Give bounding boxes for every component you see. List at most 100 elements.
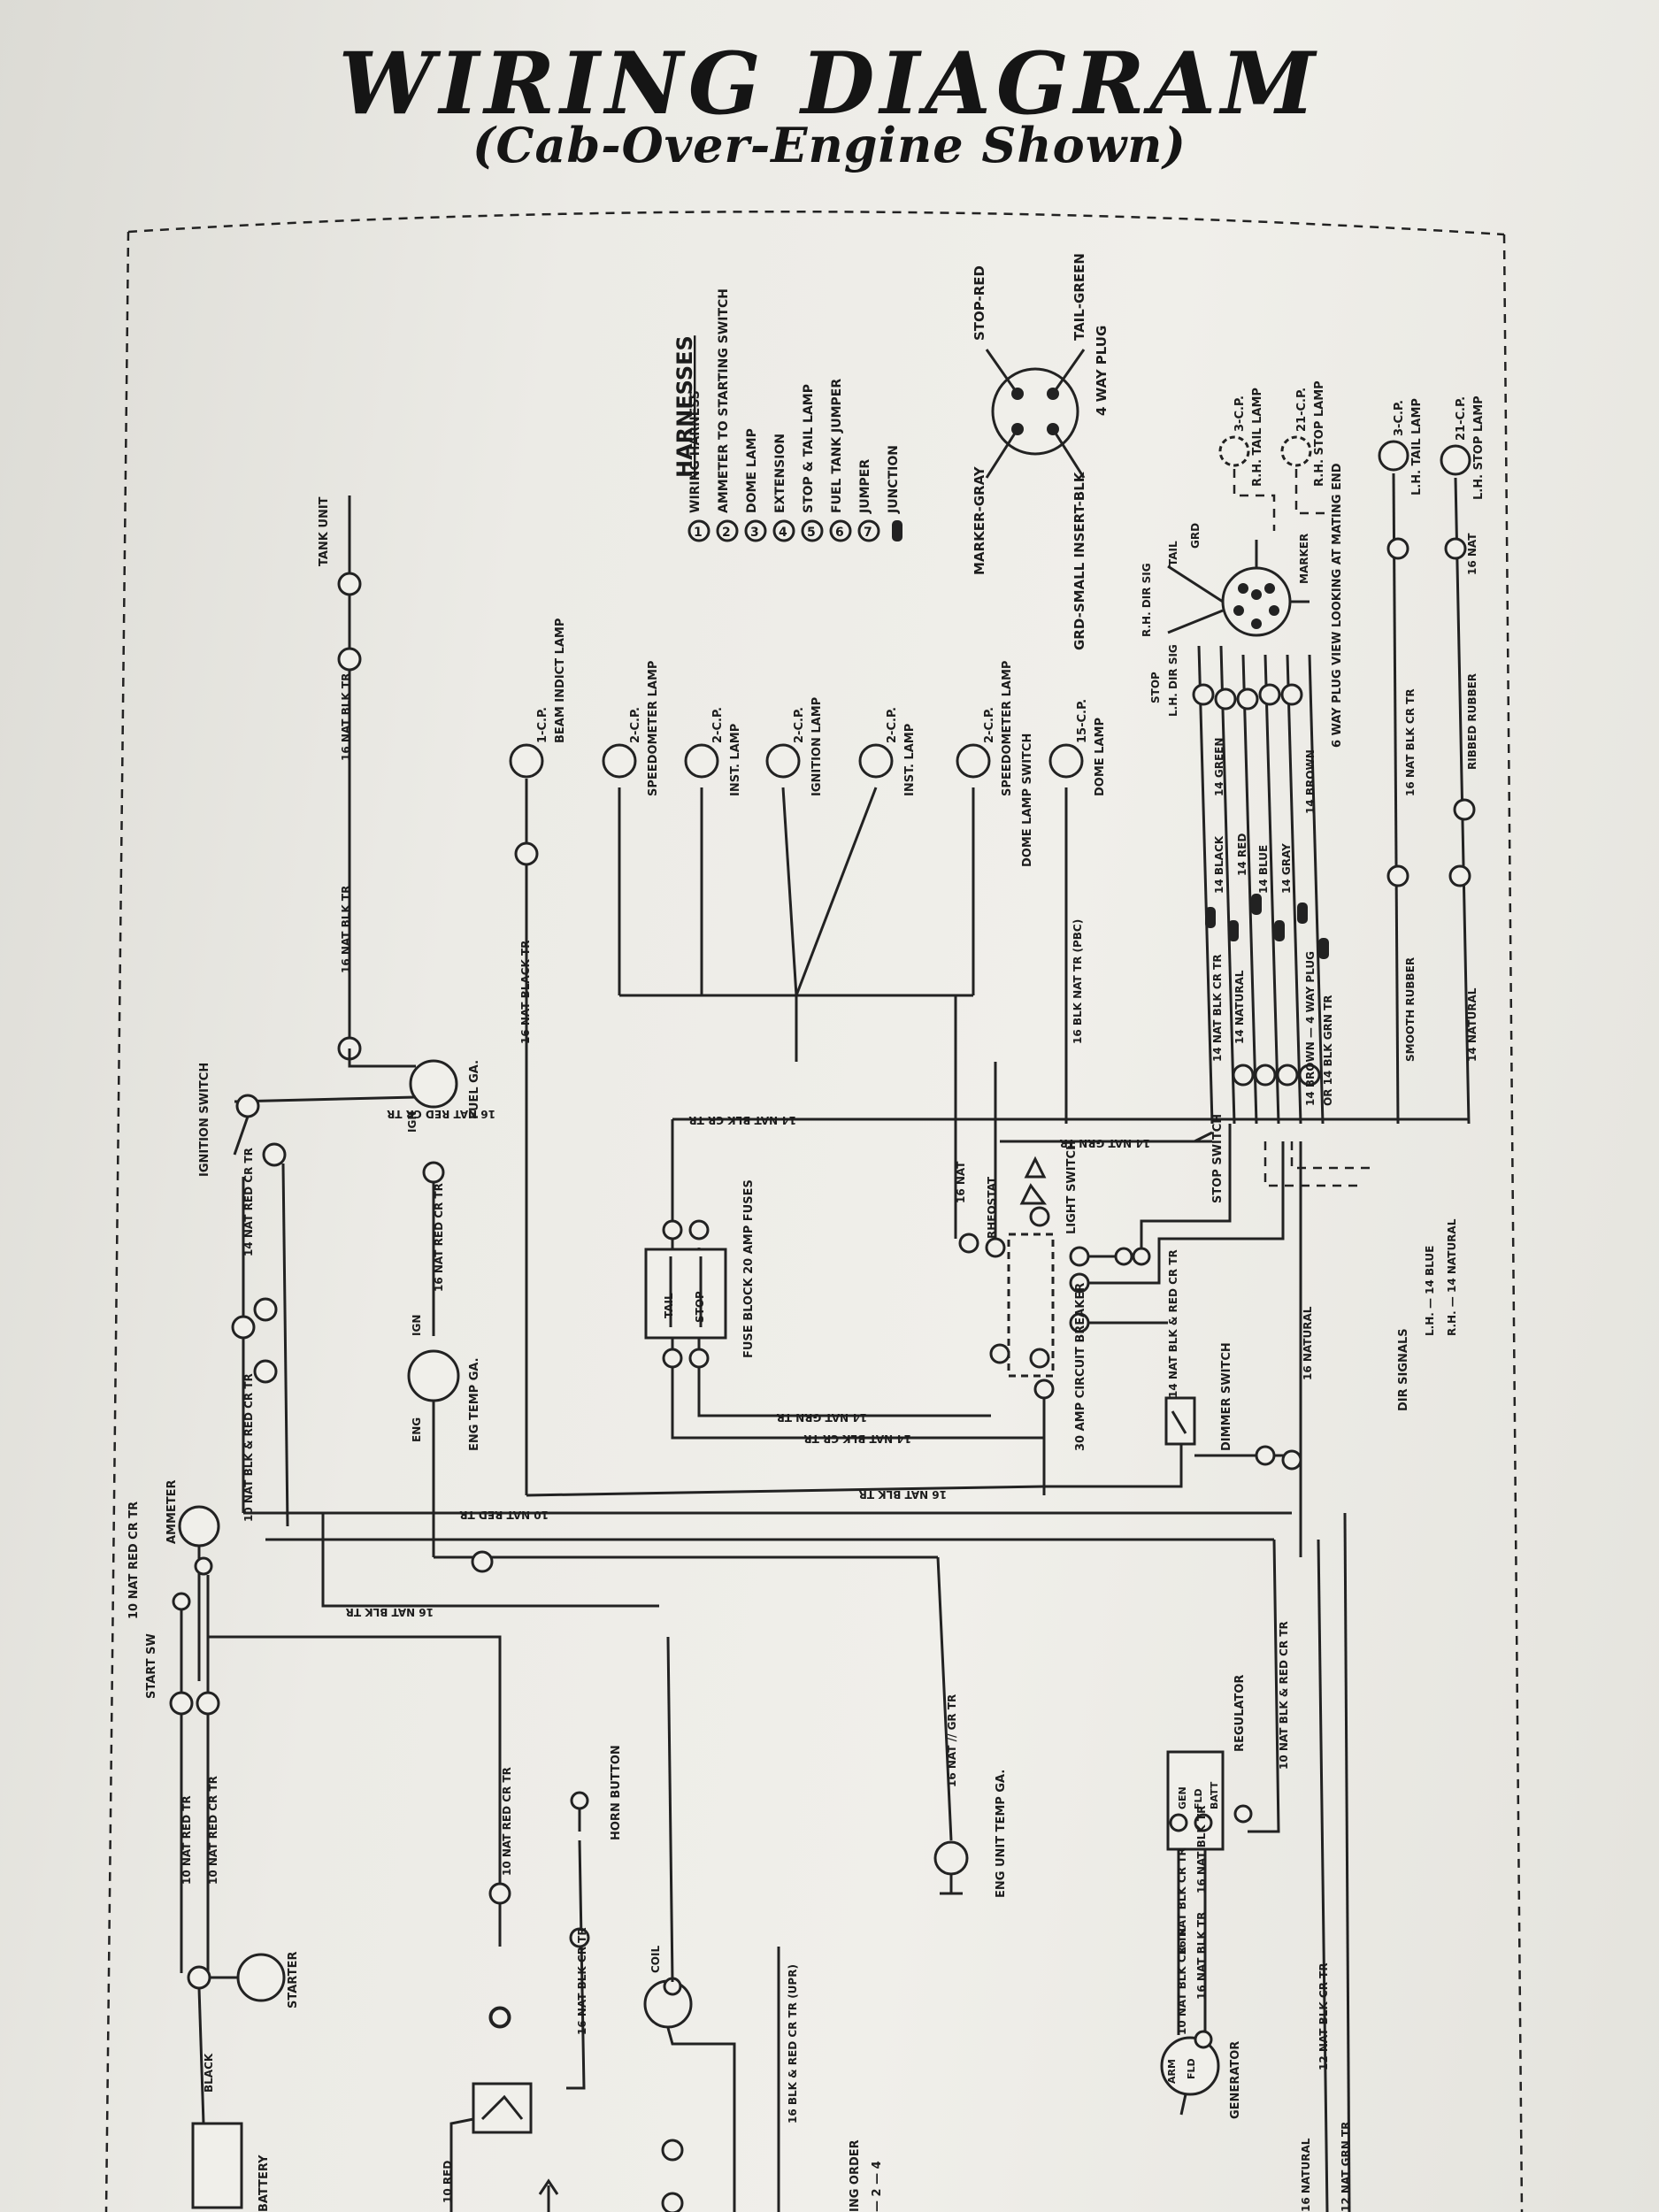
svg-text:16 NAT BLK CR TR: 16 NAT BLK CR TR: [576, 1927, 588, 2035]
coil: COIL 16 BLK & RED CR TR (UPR) ING ORDER …: [643, 1636, 884, 2212]
fuel-circuit: TANK UNIT 16 NAT BLK TR 16 NAT BLK TR FU…: [318, 495, 539, 1495]
stop-switch: STOP SWITCH 16 NATURAL DIR SIGNALS L.H. …: [1194, 1114, 1458, 1557]
svg-text:14 NAT RED CR TR: 14 NAT RED CR TR: [242, 1148, 255, 1256]
svg-text:SPEEDOMETER LAMP: SPEEDOMETER LAMP: [1001, 661, 1014, 796]
svg-text:16 NAT BLACK TR: 16 NAT BLACK TR: [519, 941, 532, 1044]
legend-item: 3 DOME LAMP: [744, 428, 767, 542]
fuel-gauge-label: FUEL GA.: [468, 1060, 481, 1119]
legend-item: 1 WIRING HARNESS: [687, 390, 710, 542]
svg-text:SPEEDOMETER LAMP: SPEEDOMETER LAMP: [647, 661, 660, 796]
lamp-speedometer-2: 2-C.P. SPEEDOMETER LAMP: [956, 661, 1014, 796]
svg-text:IGN: IGN: [406, 1111, 419, 1133]
svg-text:10 NAT RED CR TR: 10 NAT RED CR TR: [127, 1502, 141, 1619]
svg-text:14 GRAY: 14 GRAY: [1280, 843, 1293, 894]
svg-text:STOP-RED: STOP-RED: [972, 265, 987, 341]
svg-text:14 NAT BLK CR TR: 14 NAT BLK CR TR: [688, 1114, 796, 1126]
diagram-border: [104, 210, 1524, 2212]
svg-text:AMMETER TO STARTING SWITCH: AMMETER TO STARTING SWITCH: [717, 288, 731, 513]
svg-text:14 RED: 14 RED: [1236, 833, 1248, 876]
svg-text:14 NATURAL: 14 NATURAL: [1466, 987, 1479, 1062]
svg-text:16 NAT RED CR TR: 16 NAT RED CR TR: [387, 1108, 495, 1120]
rear-lamp: 21-C.P. R.H. STOP LAMP: [1280, 380, 1326, 487]
svg-text:MARKER: MARKER: [1298, 534, 1310, 584]
svg-text:2: 2: [722, 526, 731, 540]
svg-text:1-C.P.: 1-C.P.: [536, 707, 549, 743]
svg-text:16 NAT BLK TR: 16 NAT BLK TR: [1195, 1806, 1208, 1893]
svg-text:14 GREEN: 14 GREEN: [1213, 738, 1225, 796]
legend-item: 4 EXTENSION: [772, 434, 795, 542]
fuse-block-label: FUSE BLOCK 20 AMP FUSES: [742, 1179, 756, 1358]
svg-text:FLD: FLD: [1193, 1788, 1204, 1809]
svg-text:R.H. STOP LAMP: R.H. STOP LAMP: [1313, 380, 1326, 487]
lamp-inst-2: 2-C.P. INST. LAMP: [858, 707, 917, 796]
legend-item: JUNCTION: [887, 445, 902, 541]
horn-button-label: HORN BUTTON: [610, 1745, 623, 1840]
svg-text:14 NAT BLK & RED CR TR: 14 NAT BLK & RED CR TR: [1167, 1249, 1179, 1398]
svg-text:GEN: GEN: [1177, 1786, 1188, 1809]
dome-lamp-switch-label: DOME LAMP SWITCH: [1021, 733, 1034, 867]
svg-text:2-C.P.: 2-C.P.: [983, 707, 996, 743]
svg-text:10 NAT RED CR TR: 10 NAT RED CR TR: [207, 1776, 219, 1885]
svg-text:14 NAT BLK CR TR: 14 NAT BLK CR TR: [1211, 954, 1224, 1062]
svg-text:16 NATURAL: 16 NATURAL: [1300, 2138, 1312, 2212]
legend-item: 7 JUMPER: [857, 459, 880, 542]
four-way-plug: STOP-RED TAIL-GREEN MARKER-GRAY GRD-SMAL…: [972, 253, 1110, 650]
svg-text:BATT: BATT: [1209, 1781, 1220, 1809]
six-way-plug-label: 6 WAY PLUG VIEW LOOKING AT MATING END: [1331, 463, 1344, 748]
svg-text:BLACK: BLACK: [203, 2053, 215, 2093]
svg-text:15-C.P.: 15-C.P.: [1076, 699, 1089, 743]
svg-text:10 NAT RED TR: 10 NAT RED TR: [459, 1509, 549, 1521]
harness-legend: HARNESSES 1 WIRING HARNESS 2 AMMETER TO …: [672, 288, 902, 542]
svg-text:21-C.P.: 21-C.P.: [1455, 396, 1468, 441]
svg-text:GRD-SMALL INSERT-BLK: GRD-SMALL INSERT-BLK: [1071, 471, 1087, 650]
svg-text:ENG: ENG: [411, 1417, 423, 1442]
regulator-label: REGULATOR: [1233, 1675, 1247, 1752]
svg-text:16 NAT BLK CR TR: 16 NAT BLK CR TR: [1176, 1847, 1188, 1955]
svg-text:16 NAT: 16 NAT: [1466, 533, 1479, 575]
rear-harness: 14 BLACK 14 GREEN 14 RED 14 BLUE 14 GRAY…: [1192, 533, 1479, 1125]
svg-text:BEAM INDICT LAMP: BEAM INDICT LAMP: [554, 618, 567, 743]
svg-text:WIRING HARNESS: WIRING HARNESS: [688, 390, 703, 513]
page-subtitle: (Cab-Over-Engine Shown): [472, 117, 1187, 173]
dir-signals-label: DIR SIGNALS: [1397, 1328, 1410, 1411]
svg-text:16 NAT BLK TR: 16 NAT BLK TR: [859, 1488, 947, 1501]
svg-text:2-C.P.: 2-C.P.: [793, 707, 806, 743]
svg-text:TAIL: TAIL: [1167, 541, 1179, 566]
rear-lamps: 3-C.P. R.H. TAIL LAMP 21-C.P. R.H. STOP …: [1218, 380, 1486, 1125]
svg-text:SMOOTH RUBBER: SMOOTH RUBBER: [1404, 957, 1417, 1062]
svg-text:TAIL: TAIL: [663, 1293, 675, 1318]
lamp-dome: 15-C.P. DOME LAMP: [1048, 699, 1107, 796]
svg-text:L.H. DIR SIG: L.H. DIR SIG: [1167, 644, 1179, 717]
generator: ARM FLD GENERATOR: [1160, 2030, 1242, 2119]
lamp-speedometer-1: 2-C.P. SPEEDOMETER LAMP: [602, 661, 660, 796]
svg-text:STOP: STOP: [694, 1291, 706, 1323]
svg-text:MARKER-GRAY: MARKER-GRAY: [972, 465, 987, 575]
battery-label: BATTERY: [257, 2154, 271, 2212]
svg-text:2-C.P.: 2-C.P.: [629, 707, 642, 743]
dimmer-switch: DIMMER SWITCH: [1044, 1342, 1302, 1488]
svg-text:5: 5: [807, 526, 816, 540]
svg-text:3: 3: [750, 526, 759, 540]
tank-unit-label: TANK UNIT: [318, 496, 331, 566]
svg-text:JUNCTION: JUNCTION: [887, 445, 901, 514]
svg-text:12 NAT GRN TR: 12 NAT GRN TR: [1340, 2122, 1352, 2212]
svg-text:STOP: STOP: [1149, 672, 1162, 703]
rear-lamp: 3-C.P. L.H. TAIL LAMP: [1378, 398, 1424, 495]
svg-text:GRD: GRD: [1189, 523, 1202, 549]
ignition-ammeter: 16 NAT RED CR TR IGNITION SWITCH 14 NAT …: [127, 1063, 495, 1699]
six-way-plug: R.H. DIR SIG TAIL GRD STOP L.H. DIR SIG …: [1141, 463, 1344, 748]
svg-text:14 NAT GRN TR: 14 NAT GRN TR: [777, 1411, 867, 1424]
svg-text:TAIL-GREEN: TAIL-GREEN: [1071, 253, 1087, 341]
generator-label: GENERATOR: [1229, 2041, 1242, 2119]
start-switch-label: START SW: [145, 1633, 158, 1699]
ammeter-label: AMMETER: [165, 1479, 179, 1544]
svg-text:ARM: ARM: [1166, 2059, 1178, 2084]
svg-text:IGN: IGN: [411, 1315, 423, 1336]
svg-text:2-C.P.: 2-C.P.: [886, 707, 899, 743]
svg-text:FLD: FLD: [1186, 2058, 1197, 2079]
svg-text:3-C.P.: 3-C.P.: [1233, 396, 1247, 432]
svg-text:21-C.P.: 21-C.P.: [1295, 388, 1309, 432]
legend-item: 6 FUEL TANK JUMPER: [829, 379, 852, 542]
